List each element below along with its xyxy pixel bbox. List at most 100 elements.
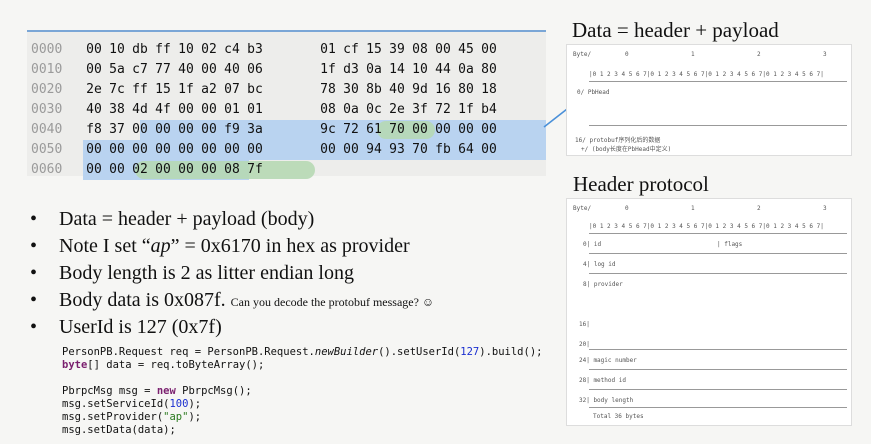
divider: [589, 125, 847, 126]
hex-byte: f9: [224, 122, 240, 137]
hex-byte: 00: [201, 62, 217, 77]
bullet-dot: •: [30, 262, 38, 284]
title-data-header-payload: Data = header + payload: [572, 18, 779, 42]
hex-byte: db: [132, 42, 148, 57]
hex-offset: 0030: [31, 102, 63, 117]
hex-byte: 40: [178, 62, 194, 77]
divider: [589, 253, 847, 254]
hex-offset: 0020: [31, 82, 63, 97]
hex-byte: 00: [86, 162, 102, 177]
bullet-text: UserId is 127 (0x7f): [59, 316, 222, 338]
col-3: 3: [823, 51, 827, 58]
hex-byte: 00: [201, 142, 217, 157]
hex-byte: 15: [366, 42, 382, 57]
bullet-text: Data = header + payload (body): [59, 208, 315, 230]
field-20: 20|: [579, 341, 590, 348]
divider: [589, 407, 847, 408]
hex-byte: 00: [224, 142, 240, 157]
hex-byte: 00: [435, 122, 451, 137]
hex-byte: 2e: [86, 82, 102, 97]
hex-byte: 00: [178, 162, 194, 177]
bullet-text-em: ap: [150, 235, 171, 257]
col-2: 2: [757, 205, 761, 212]
hex-byte: 1f: [320, 62, 336, 77]
hex-byte: 00: [109, 142, 125, 157]
hex-byte: 80: [458, 82, 474, 97]
hex-byte: 00: [458, 122, 474, 137]
hex-byte: 3f: [412, 102, 428, 117]
bullet-item: •UserId is 127 (0x7f): [30, 314, 434, 341]
hex-byte: 9c: [320, 122, 336, 137]
hex-byte: 00: [132, 122, 148, 137]
hex-byte: c4: [224, 42, 240, 57]
hex-byte: 78: [320, 82, 336, 97]
hex-byte: 06: [247, 62, 263, 77]
hex-byte: 64: [458, 142, 474, 157]
hex-byte: 80: [481, 62, 497, 77]
hex-byte: 37: [109, 122, 125, 137]
hex-byte: 00: [343, 142, 359, 157]
hex-byte: 00: [178, 102, 194, 117]
bullet-item: •Data = header + payload (body): [30, 206, 434, 233]
bullet-text-pre: Note I set “: [59, 235, 151, 257]
hex-byte: 0a: [343, 102, 359, 117]
col-0: 0: [625, 51, 629, 58]
hex-offset: 0060: [31, 162, 63, 177]
hex-byte: 10: [178, 42, 194, 57]
divider: [589, 369, 847, 370]
bullet-dot: •: [30, 289, 38, 311]
hex-byte: 00: [178, 122, 194, 137]
bullet-dot: •: [30, 235, 38, 257]
hex-offset: 0000: [31, 42, 63, 57]
byte-label: Byte/: [573, 51, 592, 58]
hex-byte: 00: [435, 42, 451, 57]
hex-byte: 07: [224, 82, 240, 97]
hex-byte: 70: [389, 122, 405, 137]
field-method-id: 28| method id: [579, 377, 626, 384]
hex-byte: 2e: [389, 102, 405, 117]
field-id: 0| id: [583, 241, 602, 248]
hex-byte: 44: [435, 62, 451, 77]
byte-label: Byte/: [573, 205, 592, 212]
bullet-text-post: ” = 0x6170 in hex as provider: [170, 235, 410, 257]
hex-byte: 00: [201, 102, 217, 117]
bit-ruler: |0 1 2 3 4 5 6 7|0 1 2 3 4 5 6 7|0 1 2 3…: [589, 223, 824, 230]
hex-byte: 1f: [458, 102, 474, 117]
hex-byte: 00: [412, 122, 428, 137]
hex-byte: 01: [247, 102, 263, 117]
pbhead-label: 0/ PbHead: [577, 89, 610, 96]
hex-byte: 0a: [458, 62, 474, 77]
header-protocol-diagram: Byte/ 0 1 2 3 |0 1 2 3 4 5 6 7|0 1 2 3 4…: [566, 198, 852, 426]
field-magic-number: 24| magic number: [579, 357, 637, 364]
bullet-text: Body length is 2 as litter endian long: [59, 262, 354, 284]
hex-byte: 00: [155, 142, 171, 157]
hex-byte: 3a: [247, 122, 263, 137]
hex-byte: 08: [412, 42, 428, 57]
hex-byte: 40: [389, 82, 405, 97]
hex-byte: f8: [86, 122, 102, 137]
selection-row-0050: [83, 140, 546, 160]
hex-byte: 00: [201, 122, 217, 137]
hex-byte: 00: [155, 122, 171, 137]
hex-offset: 0010: [31, 62, 63, 77]
hex-byte: 18: [481, 82, 497, 97]
hex-byte: 00: [320, 142, 336, 157]
hex-byte: 10: [412, 62, 428, 77]
hex-byte: 93: [389, 142, 405, 157]
hex-byte: 16: [435, 82, 451, 97]
code-line: byte[] data = req.toByteArray();: [62, 359, 265, 371]
col-3: 3: [823, 205, 827, 212]
divider: [589, 233, 847, 234]
hex-byte: 72: [435, 102, 451, 117]
hex-byte: bc: [247, 82, 263, 97]
hex-byte: 00: [481, 142, 497, 157]
hex-byte: 15: [155, 82, 171, 97]
hex-offset: 0050: [31, 142, 63, 157]
panel-top-border: [27, 30, 546, 32]
hex-byte: 70: [412, 142, 428, 157]
hex-byte: 94: [366, 142, 382, 157]
code-block: PersonPB.Request req = PersonPB.Request.…: [62, 346, 542, 437]
